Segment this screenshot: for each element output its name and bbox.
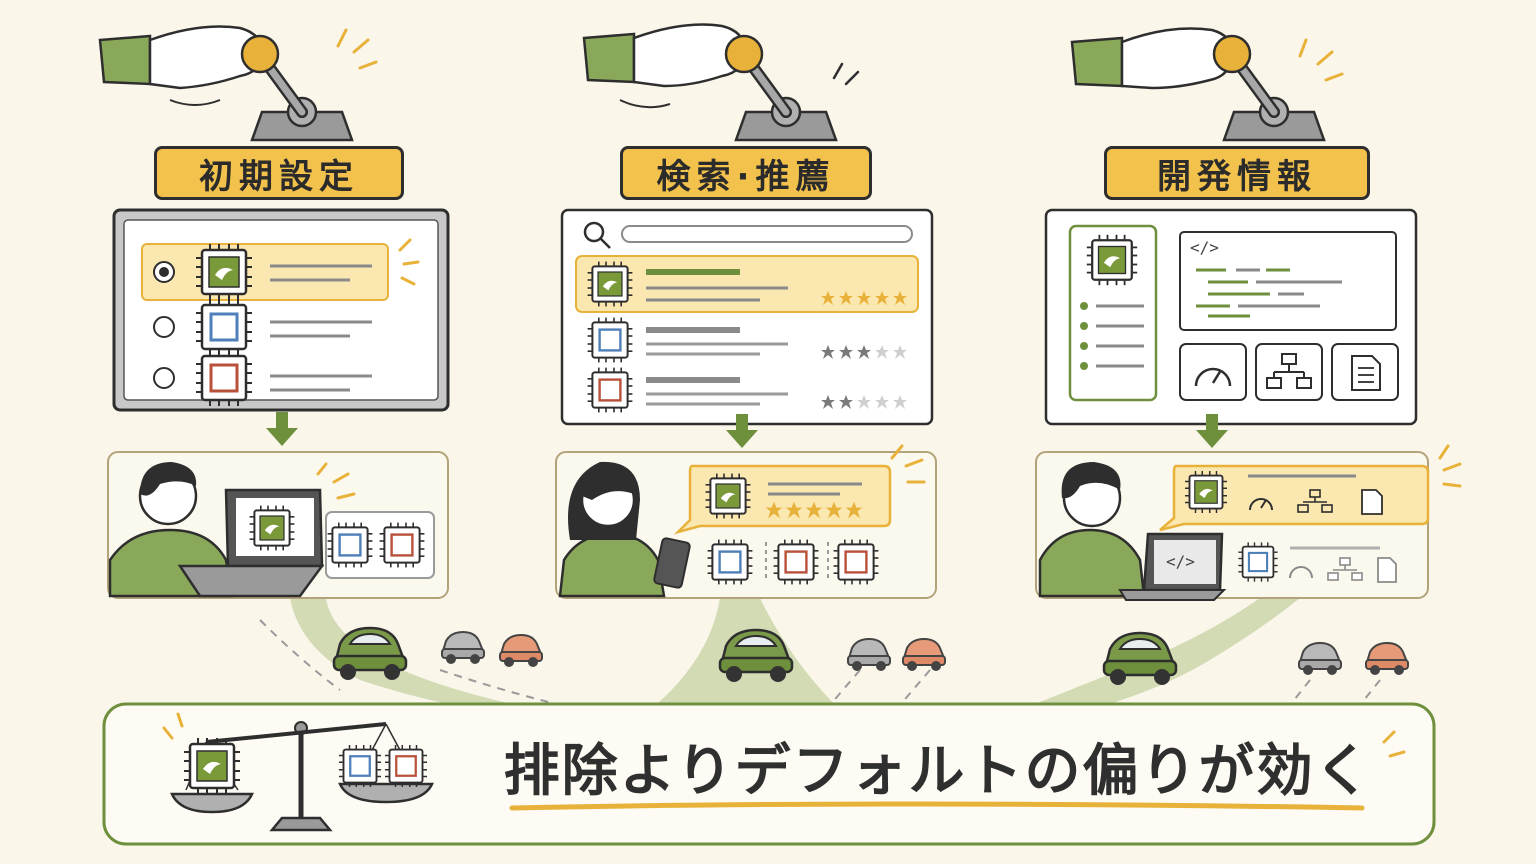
toggle-lever-icon [726,36,836,140]
panel-label-initial-settings: 初期設定 [154,146,404,200]
code-tag-label: </> [1166,552,1195,571]
chip-red-icon [772,538,820,586]
hierarchy-icon [1327,557,1363,581]
toggle-lever-icon [1214,36,1324,140]
code-tag-label: </> [1190,238,1219,257]
roads [259,598,1381,710]
panel-label-developer-info: 開発情報 [1104,146,1370,200]
panel-label-search-recommend: 検索·推薦 [620,146,872,200]
car-gray-icon [441,631,485,665]
chip-blue-icon [326,521,374,569]
chip-red-icon [383,743,429,789]
chip-red-icon [832,538,880,586]
panel-initial-settings [98,25,450,599]
bottom-banner [102,702,1436,846]
document-icon [1351,355,1381,391]
chip-green-icon [194,242,254,302]
chip-blue-icon [337,743,383,789]
gauge-icon [1249,498,1273,511]
chip-blue-icon [586,316,634,364]
gauge-icon [1289,566,1313,579]
panel-search-recommend [555,23,937,599]
sleeve [98,34,152,86]
radio-option[interactable] [153,367,175,389]
down-arrow-icon [266,412,298,446]
chip-blue-icon [194,297,254,357]
chip-green-icon [586,260,634,308]
chip-red-icon [378,521,426,569]
car-orange-icon [499,634,543,668]
gauge-tile[interactable] [1179,343,1247,401]
document-icon [1377,557,1397,583]
car-gray-icon [1298,642,1342,676]
chip-blue-icon [1237,541,1279,583]
selected-option [141,243,389,301]
sleeve [1070,36,1124,88]
document-icon [1361,489,1383,515]
chip-red-icon [194,348,254,408]
sleeve [582,32,636,84]
car-orange-icon [902,638,946,672]
car-orange-icon [1365,642,1409,676]
headline-underline [509,801,1365,811]
headline: 排除よりデフォルトの偏りが効く [503,738,1373,804]
chip-green-icon [1184,470,1228,514]
car-gray-icon [847,638,891,672]
radio-option[interactable] [153,316,175,338]
toggle-lever-icon [242,36,352,140]
hierarchy-icon [1297,489,1333,513]
chip-green-icon [182,736,242,796]
search-icon [583,221,605,243]
panel-developer-info [1035,27,1462,601]
smartphone-icon [653,537,691,589]
gauge-icon [1194,367,1232,387]
chip-green-icon [704,472,752,520]
chip-green-icon [1085,233,1139,287]
hierarchy-icon [1266,353,1312,389]
chip-green-icon [248,504,296,552]
chip-blue-icon [706,538,754,586]
search-bar[interactable] [621,225,913,243]
chip-red-icon [586,366,634,414]
